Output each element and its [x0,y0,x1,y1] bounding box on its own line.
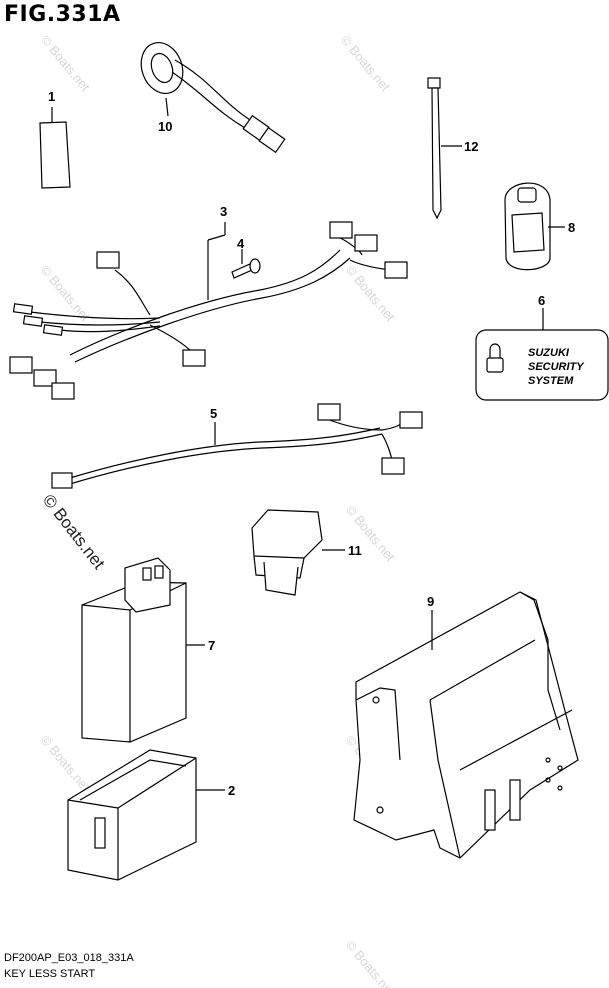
part-8-key-fob[interactable]: 8 [504,182,575,271]
watermark-text: © Boats.net [38,32,94,94]
security-line-1: SUZUKI [528,347,570,359]
part-11-label: 11 [348,543,362,558]
part-11-relay[interactable]: 11 [251,509,362,596]
part-3-main-harness[interactable]: 3 [9,204,408,400]
footer-code: DF200AP_E03_018_331A [4,952,134,964]
part-2-tray[interactable]: 2 [67,749,235,881]
figure-title: FIG.331A [4,2,121,27]
part-5-label: 5 [210,406,217,421]
part-7-control-module[interactable]: 7 [81,557,215,743]
watermark-text: © Boats.net [38,732,94,794]
part-1-card[interactable]: 1 [39,89,71,189]
security-line-2: SECURITY [528,361,585,373]
part-12-cable-tie[interactable]: 12 [427,77,478,220]
part-10-harness[interactable]: 10 [134,37,286,154]
part-8-label: 8 [568,220,575,235]
footer-caption: KEY LESS START [4,968,96,980]
part-9-label: 9 [427,594,434,609]
part-7-label: 7 [208,638,215,653]
part-12-label: 12 [464,139,478,154]
part-10-label: 10 [158,119,172,134]
part-2-label: 2 [228,783,235,798]
part-3-label: 3 [220,204,227,219]
part-6-security-label[interactable]: 6 SUZUKI SECURITY SYSTEM [475,293,609,401]
part-4-screw[interactable]: 4 [231,236,261,279]
watermark-text: © Boats.net [39,491,109,573]
part-1-label: 1 [48,89,55,104]
security-line-3: SYSTEM [528,375,574,387]
part-5-harness[interactable]: 5 [51,403,423,489]
watermark-text: © Boats.net [338,32,394,94]
part-4-label: 4 [237,236,245,251]
part-6-label: 6 [538,293,545,308]
part-9-bracket[interactable]: 9 [353,591,579,859]
watermark-text: © Boats.net [343,937,399,988]
